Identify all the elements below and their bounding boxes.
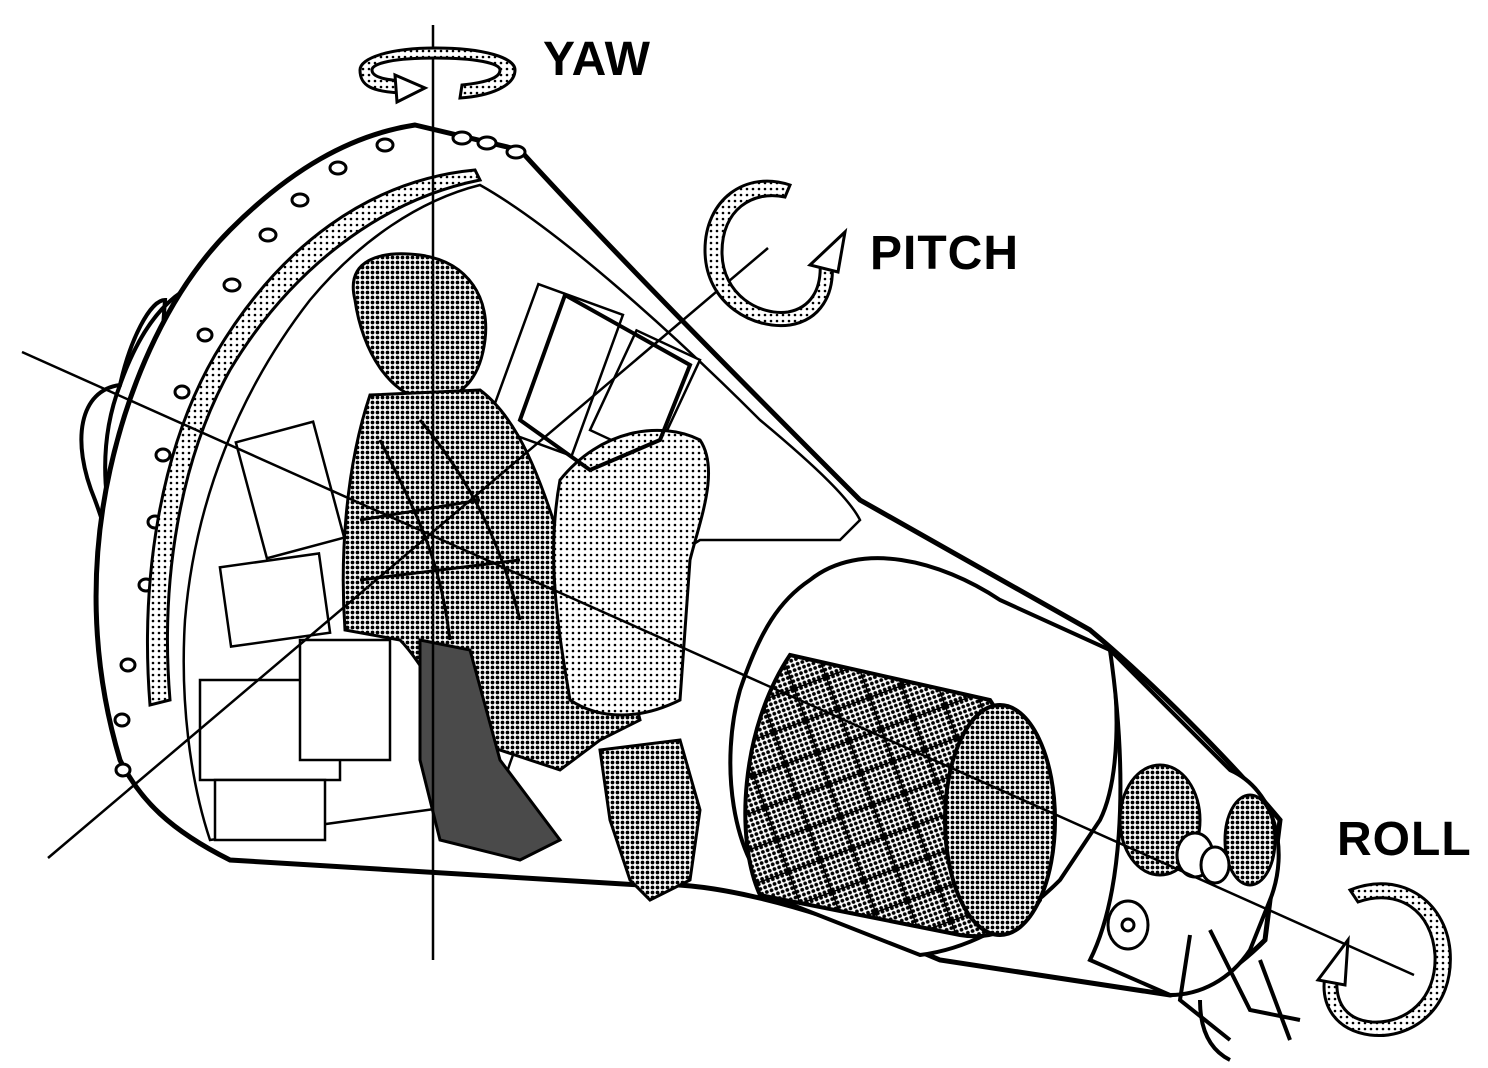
flange-bolt-holes	[113, 130, 527, 778]
pitch-rotation-icon	[703, 179, 848, 328]
roll-label: ROLL	[1337, 813, 1472, 866]
yaw-rotation-icon	[358, 46, 517, 105]
retro-drum-end	[943, 703, 1057, 937]
axis-lines	[21, 25, 1415, 977]
astronaut-boot	[598, 738, 702, 902]
astronaut-legs	[418, 638, 563, 862]
interior-consoles	[198, 282, 702, 842]
nose-struts	[1177, 929, 1301, 1062]
astronaut-helmet	[351, 252, 488, 402]
yaw-label: YAW	[543, 33, 651, 86]
roll-axis	[21, 350, 1415, 977]
roll-rotation-icon	[1315, 882, 1452, 1038]
window-frame	[517, 292, 693, 473]
inner-hull-band	[146, 168, 483, 707]
pitch-axis	[47, 247, 769, 859]
pitch-label: PITCH	[870, 227, 1019, 280]
astronaut-arm	[552, 428, 711, 717]
astronaut-figure	[341, 252, 711, 902]
nose-nozzles	[1106, 831, 1231, 951]
